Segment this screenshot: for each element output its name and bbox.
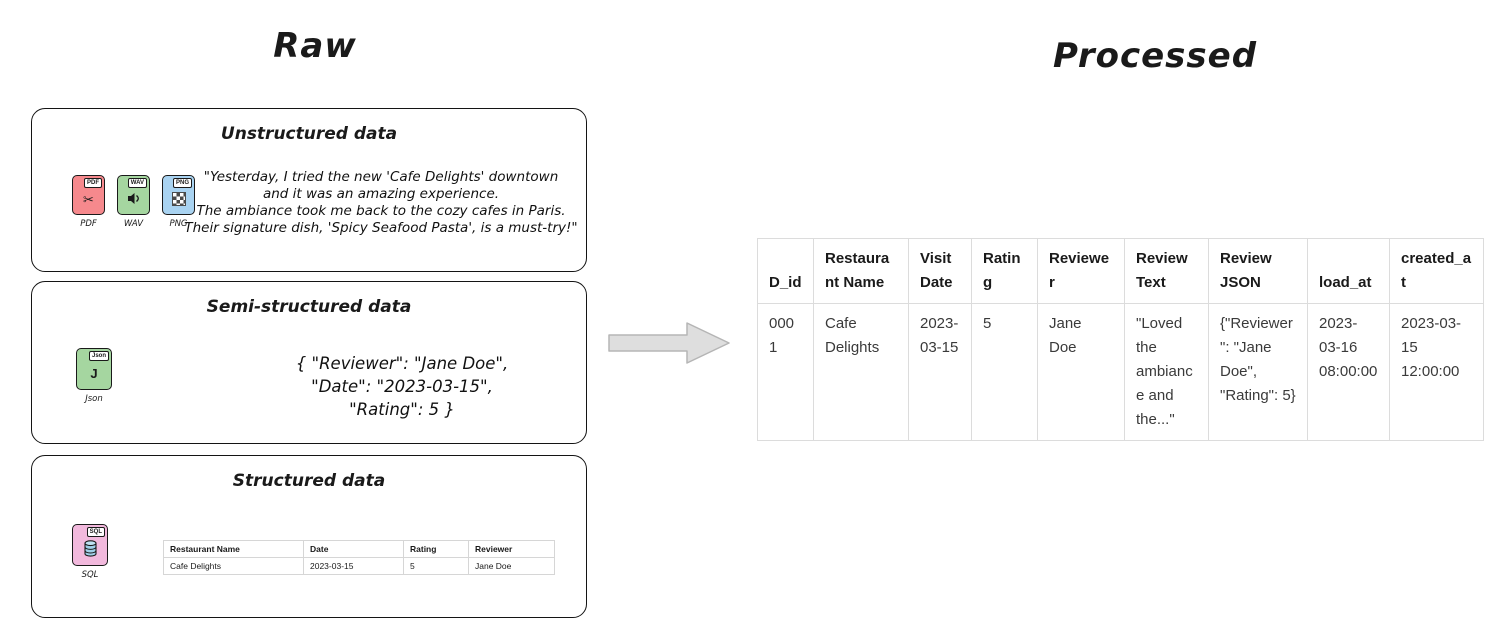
cell-reviewer: Jane Doe <box>1037 303 1125 441</box>
quote-line: Their signature dish, 'Spicy Seafood Pas… <box>184 220 578 236</box>
column-header-rating: Rating <box>971 238 1038 304</box>
cell-review-text: "Loved the ambiance and the..." <box>1124 303 1209 441</box>
cell-d-id: 0001 <box>757 303 814 441</box>
structured-data-box: Structured data SQL SQL Restaurant Name … <box>31 455 587 618</box>
processed-table-row: 0001 Cafe Delights 2023-03-15 5 Jane Doe… <box>757 303 1484 441</box>
semi-structured-data-box: Semi-structured data Json J Json { "Revi… <box>31 281 587 444</box>
column-header-restaurant-name: Restaurant Name <box>813 238 909 304</box>
mini-table-cell: Cafe Delights <box>163 557 304 575</box>
wav-doc-shape: WAV <box>117 175 150 215</box>
column-header-created-at: created_at <box>1389 238 1484 304</box>
wav-file-icon: WAV WAV <box>117 175 150 229</box>
png-file-icon: PNG PNG <box>162 175 195 229</box>
review-quote-text: "Yesterday, I tried the new 'Cafe Deligh… <box>182 169 580 237</box>
json-label: Json <box>85 394 103 404</box>
quote-line: "Yesterday, I tried the new 'Cafe Deligh… <box>203 169 559 185</box>
scissors-icon: ✂ <box>83 191 94 207</box>
unstructured-box-title: Unstructured data <box>220 124 398 144</box>
pdf-file-icon: PDF ✂ PDF <box>72 175 105 229</box>
file-icons-row: PDF ✂ PDF WAV WAV PNG PNG <box>72 175 195 229</box>
raw-section-title: Raw <box>273 26 357 66</box>
mini-column-header: Date <box>303 540 404 558</box>
mini-table-cell: Jane Doe <box>468 557 555 575</box>
sql-doc-shape: SQL <box>72 524 108 566</box>
sql-file-icon: SQL SQL <box>72 524 108 580</box>
speaker-icon <box>127 192 141 207</box>
column-header-reviewer: Reviewer <box>1037 238 1125 304</box>
wav-tag: WAV <box>127 178 147 188</box>
json-line: { "Reviewer": "Jane Doe", <box>295 354 509 373</box>
json-snippet-text: { "Reviewer": "Jane Doe", "Date": "2023-… <box>242 352 562 421</box>
mini-column-header: Reviewer <box>468 540 555 558</box>
cell-restaurant-name: Cafe Delights <box>813 303 909 441</box>
wav-label: WAV <box>123 219 144 229</box>
mini-table-cell: 2023-03-15 <box>303 557 404 575</box>
cell-rating: 5 <box>971 303 1038 441</box>
column-header-review-text: Review Text <box>1124 238 1209 304</box>
quote-line: The ambiance took me back to the cozy ca… <box>196 203 566 219</box>
letter-j-icon: J <box>90 365 98 381</box>
mini-table-row: Cafe Delights 2023-03-15 5 Jane Doe <box>163 557 555 575</box>
mini-column-header: Restaurant Name <box>163 540 304 558</box>
column-header-d-id: D_id <box>757 238 814 304</box>
pdf-label: PDF <box>80 219 97 229</box>
column-header-load-at: load_at <box>1307 238 1390 304</box>
column-header-review-json: Review JSON <box>1208 238 1308 304</box>
quote-line: and it was an amazing experience. <box>262 186 500 202</box>
pdf-doc-shape: PDF ✂ <box>72 175 105 215</box>
processed-header-row: D_id Restaurant Name Visit Date Rating R… <box>757 238 1484 304</box>
cell-review-json: {"Reviewer": "Jane Doe", "Rating": 5} <box>1208 303 1308 441</box>
png-doc-shape: PNG <box>162 175 195 215</box>
column-header-visit-date: Visit Date <box>908 238 972 304</box>
cell-load-at: 2023-03-16 08:00:00 <box>1307 303 1390 441</box>
json-tag: Json <box>88 351 109 361</box>
sql-label: SQL <box>81 570 99 580</box>
database-icon <box>83 539 98 559</box>
structured-box-title: Structured data <box>232 471 386 491</box>
cell-visit-date: 2023-03-15 <box>908 303 972 441</box>
checkerboard-icon <box>171 192 186 206</box>
json-file-icon: Json J Json <box>76 348 112 404</box>
pdf-tag: PDF <box>84 178 102 188</box>
mini-column-header: Rating <box>403 540 469 558</box>
semi-structured-box-title: Semi-structured data <box>206 297 412 317</box>
mini-table-cell: 5 <box>403 557 469 575</box>
structured-mini-table: Restaurant Name Date Rating Reviewer Caf… <box>163 540 555 575</box>
png-tag: PNG <box>172 178 192 188</box>
mini-table-header-row: Restaurant Name Date Rating Reviewer <box>163 540 555 558</box>
sql-tag: SQL <box>86 527 105 537</box>
unstructured-data-box: Unstructured data PDF ✂ PDF WAV WAV <box>31 108 587 272</box>
json-doc-shape: Json J <box>76 348 112 390</box>
transform-arrow-icon <box>608 318 730 373</box>
json-line: "Rating": 5 } <box>349 400 455 419</box>
json-line: "Date": "2023-03-15", <box>311 377 493 396</box>
cell-created-at: 2023-03-15 12:00:00 <box>1389 303 1484 441</box>
processed-section-title: Processed <box>1052 36 1258 76</box>
png-label: PNG <box>169 219 188 229</box>
processed-table: D_id Restaurant Name Visit Date Rating R… <box>757 238 1484 441</box>
